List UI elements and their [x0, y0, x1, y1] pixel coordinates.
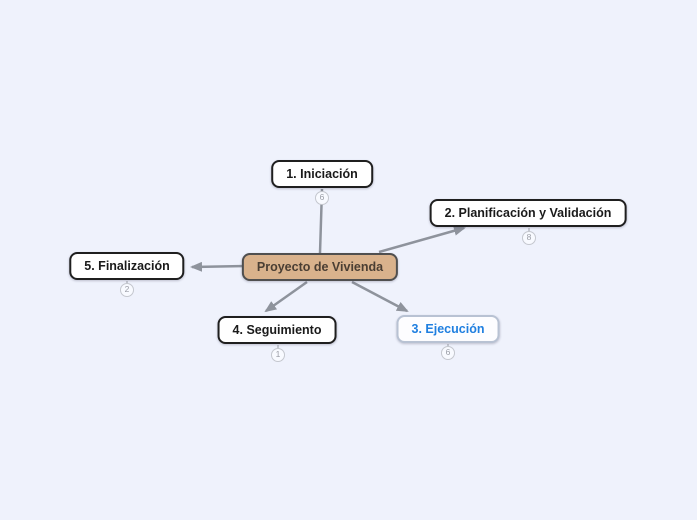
node-seguimiento-label: 4. Seguimiento — [232, 323, 322, 337]
node-iniciacion[interactable]: 1. Iniciación — [271, 160, 373, 188]
node-root-label: Proyecto de Vivienda — [256, 260, 384, 274]
node-ejecucion[interactable]: 3. Ejecución — [396, 315, 500, 343]
badge-planificacion-count[interactable]: 8 — [522, 231, 536, 245]
node-ejecucion-label: 3. Ejecución — [411, 322, 485, 336]
edge-root-finalizacion — [190, 261, 247, 272]
node-root-proyecto-de-vivienda[interactable]: Proyecto de Vivienda — [241, 253, 399, 281]
badge-iniciacion-count[interactable]: 6 — [315, 191, 329, 205]
badge-seguimiento-count[interactable]: 1 — [271, 348, 285, 362]
edge-root-ejecucion — [351, 280, 409, 313]
badge-ejecucion-count[interactable]: 6 — [441, 346, 455, 360]
edge-root-seguimiento — [264, 280, 308, 313]
badge-finalizacion-count[interactable]: 2 — [120, 283, 134, 297]
node-seguimiento[interactable]: 4. Seguimiento — [217, 316, 337, 344]
edge-root-planificacion — [378, 225, 466, 254]
node-planificacion[interactable]: 2. Planificación y Validación — [429, 199, 627, 227]
node-finalizacion[interactable]: 5. Finalización — [69, 252, 185, 280]
node-iniciacion-label: 1. Iniciación — [286, 167, 358, 181]
node-finalizacion-label: 5. Finalización — [84, 259, 170, 273]
node-planificacion-label: 2. Planificación y Validación — [444, 206, 612, 220]
